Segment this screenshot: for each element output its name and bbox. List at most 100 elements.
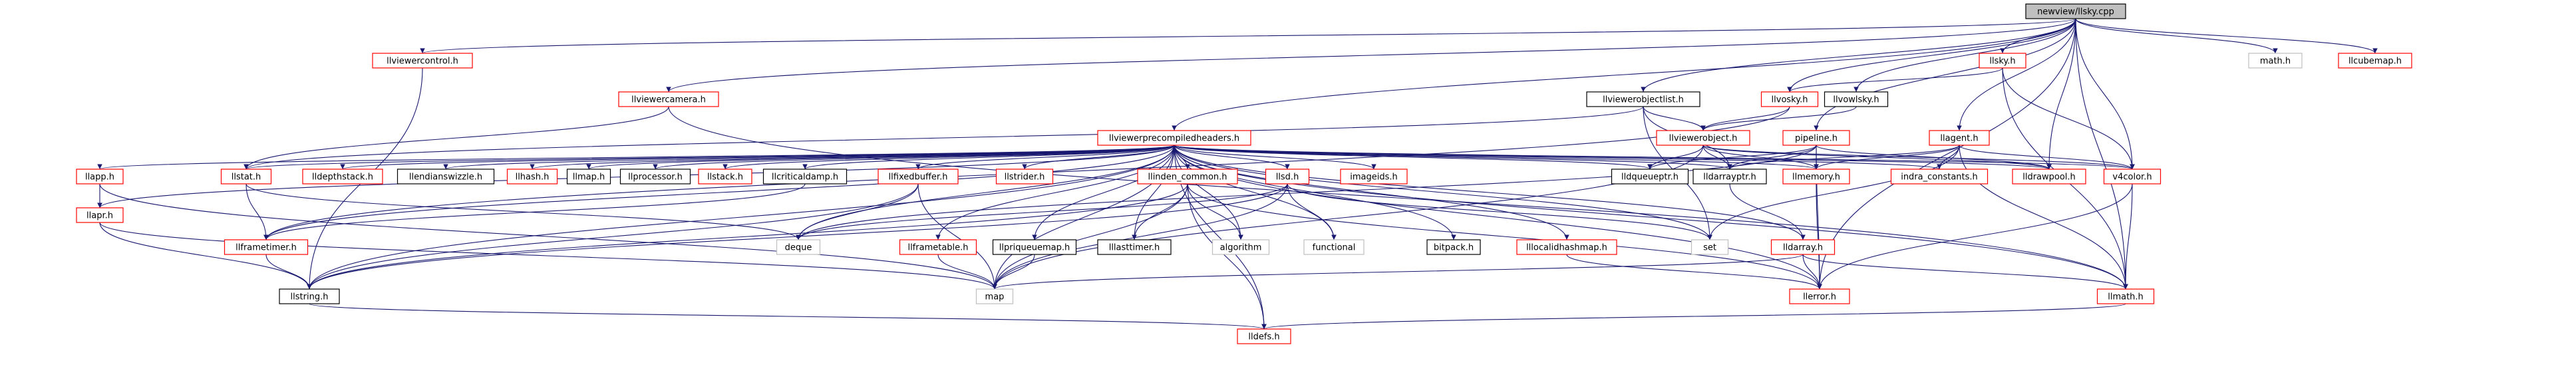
- node-llviewercamera[interactable]: llviewercamera.h: [618, 91, 719, 107]
- node-label-llagent: llagent.h: [1940, 134, 1978, 144]
- node-label-llpriqueuemap: llpriqueuemap.h: [999, 243, 1070, 253]
- node-box-llindexcommon: [1137, 169, 1238, 185]
- edge-root-to-llviewerprecompiledheaders: [1172, 18, 2076, 131]
- node-llstack[interactable]: llstack.h: [698, 169, 752, 185]
- node-bitpack[interactable]: bitpack.h: [1426, 239, 1481, 255]
- node-lldepthstack[interactable]: lldepthstack.h: [302, 169, 383, 185]
- node-box-llprocessor: [619, 169, 691, 185]
- edge-llagent-to-llmemory: [1814, 145, 1960, 170]
- node-box-lldarrayptr: [1692, 169, 1767, 185]
- edge-llviewerprecompiledheaders-to-lllocalidhashmap: [1174, 145, 1569, 240]
- node-label-lldarrayptr: lldarrayptr.h: [1703, 173, 1756, 183]
- node-llcubemap[interactable]: llcubemap.h: [2338, 53, 2412, 69]
- edge-llindexcommon-to-llstring: [307, 183, 1188, 290]
- edge-llviewerobject-to-lldrawpool: [1702, 145, 2052, 170]
- node-label-llstrider: llstrider.h: [1005, 173, 1045, 183]
- node-llstat[interactable]: llstat.h: [220, 169, 272, 185]
- node-llhash[interactable]: llhash.h: [506, 169, 558, 185]
- edge-llviewerprecompiledheaders-to-llfixedbuffer: [915, 145, 1175, 170]
- node-label-lllocalidhashmap: lllocalidhashmap.h: [1526, 243, 1607, 253]
- node-indraconstants[interactable]: indra_constants.h: [1890, 169, 1989, 185]
- node-llindexcommon[interactable]: llinden_common.h: [1137, 169, 1238, 185]
- node-pipeline[interactable]: pipeline.h: [1782, 130, 1850, 146]
- node-lllasttimer[interactable]: lllasttimer.h: [1097, 239, 1172, 255]
- node-llframetable[interactable]: llframetable.h: [899, 239, 977, 255]
- edge-llviewerprecompiledheaders-to-llstat: [243, 145, 1175, 170]
- edge-lllsd-to-set: [1287, 183, 1712, 240]
- node-box-lllocalidhashmap: [1516, 239, 1617, 255]
- node-llpriqueuemap[interactable]: llpriqueuemap.h: [992, 239, 1077, 255]
- node-box-llstack: [698, 169, 752, 185]
- node-lldrawpool[interactable]: lldrawpool.h: [2012, 169, 2086, 185]
- node-label-lldqueueptr: lldqueueptr.h: [1621, 173, 1679, 183]
- node-label-llviewercamera: llviewercamera.h: [631, 95, 706, 105]
- edge-llindexcommon-to-algorithm: [1187, 183, 1243, 240]
- node-llprocessor[interactable]: llprocessor.h: [619, 169, 691, 185]
- node-box-llapr: [76, 207, 124, 223]
- node-label-llviewerprecompiledheaders: llviewerprecompiledheaders.h: [1109, 134, 1239, 144]
- node-llendianswizzle[interactable]: llendianswizzle.h: [397, 169, 495, 185]
- edge-llviewerprecompiledheaders-to-llmemory: [1174, 145, 1819, 170]
- node-llvowlsky[interactable]: llvowlsky.h: [1824, 91, 1889, 107]
- node-lldarrayptr[interactable]: lldarrayptr.h: [1692, 169, 1767, 185]
- edge-root-to-llcubemap: [2075, 18, 2378, 54]
- node-box-llcriticaldamp: [762, 169, 848, 185]
- node-label-lldepthstack: lldepthstack.h: [312, 173, 373, 183]
- edge-llviewerprecompiledheaders-to-set: [1174, 145, 1712, 240]
- node-llviewerobject[interactable]: llviewerobject.h: [1656, 130, 1750, 146]
- node-label-lldrawpool: lldrawpool.h: [2022, 173, 2076, 183]
- node-llapp[interactable]: llapp.h: [76, 169, 124, 185]
- node-lldarray[interactable]: lldarray.h: [1770, 239, 1836, 255]
- node-llapr[interactable]: llapr.h: [76, 207, 124, 223]
- node-box-root: [2025, 3, 2126, 19]
- edge-llviewerprecompiledheaders-to-llframetimer: [263, 145, 1175, 240]
- node-llstring[interactable]: llstring.h: [279, 288, 340, 304]
- edge-llviewerprecompiledheaders-to-lldqueueptr: [1174, 145, 1653, 170]
- node-label-llprocessor: llprocessor.h: [628, 173, 683, 183]
- node-label-mathh: math.h: [2260, 57, 2291, 67]
- node-llviewerobjectlist[interactable]: llviewerobjectlist.h: [1586, 91, 1700, 107]
- node-llmap[interactable]: llmap.h: [566, 169, 611, 185]
- node-box-llhash: [506, 169, 558, 185]
- node-v4color[interactable]: v4color.h: [2103, 169, 2162, 185]
- node-imageids[interactable]: imageids.h: [1340, 169, 1408, 185]
- edge-v4color-to-llerror: [1817, 183, 2133, 290]
- node-box-lldqueueptr: [1611, 169, 1689, 185]
- edge-llviewerprecompiledheaders-to-lldarray: [1174, 145, 1806, 240]
- edge-llagent-to-lldarrayptr: [1727, 145, 1960, 170]
- node-label-llcriticaldamp: llcriticaldamp.h: [772, 173, 838, 183]
- node-llmemory[interactable]: llmemory.h: [1782, 169, 1850, 185]
- node-label-llerror: llerror.h: [1803, 292, 1836, 302]
- node-llagent[interactable]: llagent.h: [1929, 130, 1990, 146]
- node-lllocalidhashmap[interactable]: lllocalidhashmap.h: [1516, 239, 1617, 255]
- node-label-v4color: v4color.h: [2112, 173, 2152, 183]
- node-box-llframetable: [899, 239, 977, 255]
- node-llviewerprecompiledheaders[interactable]: llviewerprecompiledheaders.h: [1097, 130, 1251, 146]
- node-label-bitpack: bitpack.h: [1434, 243, 1474, 253]
- node-box-llviewerobjectlist: [1586, 91, 1700, 107]
- edge-lllsd-to-functional: [1287, 183, 1337, 240]
- node-llvosky[interactable]: llvosky.h: [1760, 91, 1819, 107]
- node-llcriticaldamp[interactable]: llcriticaldamp.h: [762, 169, 848, 185]
- edge-llviewerprecompiledheaders-to-imageids: [1174, 145, 1376, 170]
- node-llerror[interactable]: llerror.h: [1789, 288, 1850, 304]
- node-lldqueueptr[interactable]: lldqueueptr.h: [1611, 169, 1689, 185]
- node-lllsd[interactable]: llsd.h: [1265, 169, 1310, 185]
- node-llstrider[interactable]: llstrider.h: [995, 169, 1054, 185]
- node-lldefs[interactable]: lldefs.h: [1237, 328, 1291, 344]
- node-label-llfixedbuffer: llfixedbuffer.h: [889, 173, 948, 183]
- node-llsky[interactable]: llsky.h: [1979, 53, 2026, 69]
- node-label-llmath: llmath.h: [2108, 292, 2144, 302]
- header-nodes: newview/llsky.cpp llviewercontrol.h llview…: [76, 3, 2412, 344]
- node-llmath[interactable]: llmath.h: [2096, 288, 2155, 304]
- node-llfixedbuffer[interactable]: llfixedbuffer.h: [878, 169, 959, 185]
- node-box-v4color: [2103, 169, 2162, 185]
- node-llframetimer[interactable]: llframetimer.h: [224, 239, 309, 255]
- node-box-llviewerobject: [1656, 130, 1750, 146]
- edge-lllsd-to-map: [992, 183, 1288, 290]
- node-box-map: [975, 288, 1014, 304]
- node-root[interactable]: newview/llsky.cpp: [2025, 3, 2126, 19]
- edge-llviewerprecompiledheaders-to-v4color: [1174, 145, 2135, 170]
- node-llviewercontrol[interactable]: llviewercontrol.h: [372, 53, 473, 69]
